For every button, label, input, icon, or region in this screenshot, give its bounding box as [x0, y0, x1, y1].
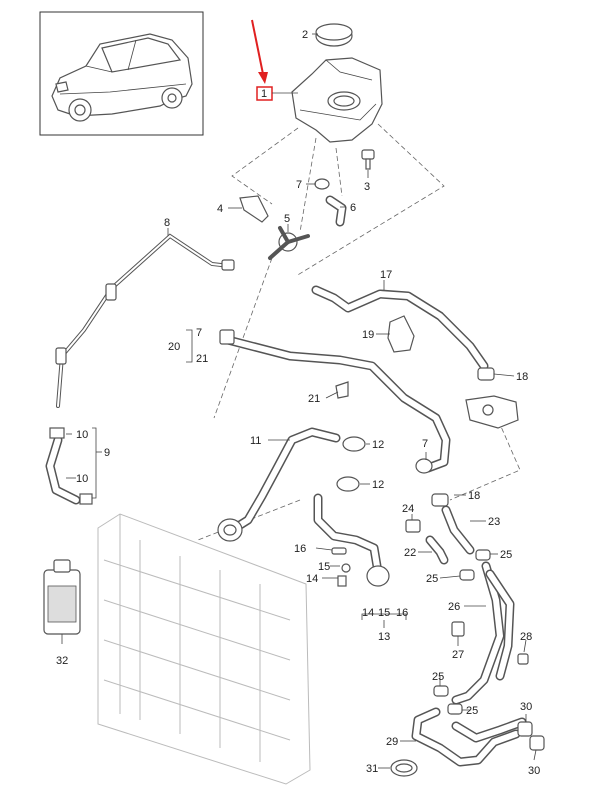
callout-31: 31: [366, 763, 378, 775]
callout-25-d: 25: [466, 705, 478, 717]
callout-6: 6: [350, 202, 356, 214]
bracket-19[interactable]: [387, 315, 415, 353]
highlight-arrow: [251, 19, 268, 84]
callout-14-side: 14: [306, 573, 318, 585]
leader-lines: [61, 33, 537, 769]
coolant-hose-17[interactable]: [311, 285, 489, 371]
callout-25-b: 25: [426, 573, 438, 585]
callout-25-a: 25: [500, 549, 512, 561]
hose-9[interactable]: [45, 427, 93, 505]
radiator-ghost: [97, 513, 311, 785]
connector-5[interactable]: [268, 226, 310, 260]
callout-24: 24: [402, 503, 414, 515]
callout-12-upper: 12: [372, 439, 384, 451]
coolant-hose-11[interactable]: [217, 427, 341, 542]
tank-screw[interactable]: [361, 149, 375, 170]
pipe-junction[interactable]: [465, 395, 519, 429]
cap-30-lower[interactable]: [529, 735, 545, 751]
callout-10-lower: 10: [76, 473, 88, 485]
clamp-25-b[interactable]: [459, 569, 475, 581]
highlight-box: [256, 86, 273, 101]
clamp-18-lower[interactable]: [431, 493, 449, 507]
callout-15-side: 15: [318, 561, 330, 573]
clamp-12-upper[interactable]: [342, 436, 366, 452]
suv-illustration: [51, 33, 193, 122]
callout-9: 9: [104, 447, 110, 459]
callout-12-lower: 12: [372, 479, 384, 491]
callout-14-bottom: 14: [362, 607, 374, 619]
hose-22[interactable]: [425, 535, 449, 565]
callout-32: 32: [56, 655, 68, 667]
callout-3: 3: [364, 181, 370, 193]
callout-13: 13: [378, 631, 390, 643]
vehicle-thumbnail: [39, 11, 204, 136]
clamp-12-lower[interactable]: [336, 476, 360, 492]
coolant-hose-20[interactable]: [219, 329, 451, 473]
callout-23: 23: [488, 516, 500, 528]
coolant-hose-13[interactable]: [313, 493, 390, 587]
callout-17: 17: [380, 269, 392, 281]
callout-1: 1: [261, 88, 267, 100]
hose-6[interactable]: [325, 195, 347, 227]
clamp-25-a[interactable]: [475, 549, 491, 561]
callout-16-side: 16: [294, 543, 306, 555]
callout-5: 5: [284, 213, 290, 225]
clamp-18-top[interactable]: [477, 367, 495, 381]
coolant-bottle[interactable]: [43, 559, 81, 635]
callout-21-fitting: 21: [308, 393, 320, 405]
callout-26: 26: [448, 601, 460, 613]
callout-11: 11: [250, 435, 261, 447]
hose-29[interactable]: [411, 707, 527, 767]
bracket-27[interactable]: [451, 621, 465, 637]
tank-cap[interactable]: [315, 23, 353, 47]
callout-20: 20: [168, 341, 180, 353]
seal-ring-31[interactable]: [390, 759, 418, 777]
callout-labels: 1 2 3 4 5 6 7 7 7 8 9 10 10 11 12 12 13 …: [56, 29, 540, 777]
fitting-24[interactable]: [405, 519, 421, 533]
callout-25-c: 25: [432, 671, 444, 683]
coolant-expansion-tank[interactable]: [291, 57, 383, 143]
callout-18-upper: 18: [516, 371, 528, 383]
sensor-14-16[interactable]: [331, 547, 351, 587]
callout-7-mid: 7: [196, 327, 202, 339]
callout-7-right: 7: [422, 438, 428, 450]
callout-29: 29: [386, 736, 398, 748]
cap-30-upper[interactable]: [517, 721, 533, 737]
callout-15-bottom: 15: [378, 607, 390, 619]
callout-7-top: 7: [296, 179, 302, 191]
clamp-7-top[interactable]: [314, 178, 330, 190]
hose-23[interactable]: [441, 505, 475, 555]
callout-2: 2: [302, 29, 308, 41]
callout-4: 4: [217, 203, 223, 215]
callout-30-lower: 30: [528, 765, 540, 777]
callout-21-mid: 21: [196, 353, 208, 365]
callout-27: 27: [452, 649, 464, 661]
bolt-28[interactable]: [517, 653, 529, 665]
callout-30-upper: 30: [520, 701, 532, 713]
callout-28: 28: [520, 631, 532, 643]
callout-16-bottom: 16: [396, 607, 408, 619]
callout-22: 22: [404, 547, 416, 559]
clamp-25-c[interactable]: [433, 685, 449, 697]
callout-19: 19: [362, 329, 374, 341]
callout-8: 8: [164, 217, 170, 229]
pipe-26[interactable]: [451, 561, 515, 705]
clamp-25-d[interactable]: [447, 703, 463, 715]
fitting-21[interactable]: [335, 381, 349, 399]
callout-18-lower: 18: [468, 490, 480, 502]
callout-10-upper: 10: [76, 429, 88, 441]
hose-clip-4[interactable]: [239, 195, 269, 223]
vent-line-8[interactable]: [55, 233, 235, 408]
clamp-7-right[interactable]: [415, 458, 433, 474]
